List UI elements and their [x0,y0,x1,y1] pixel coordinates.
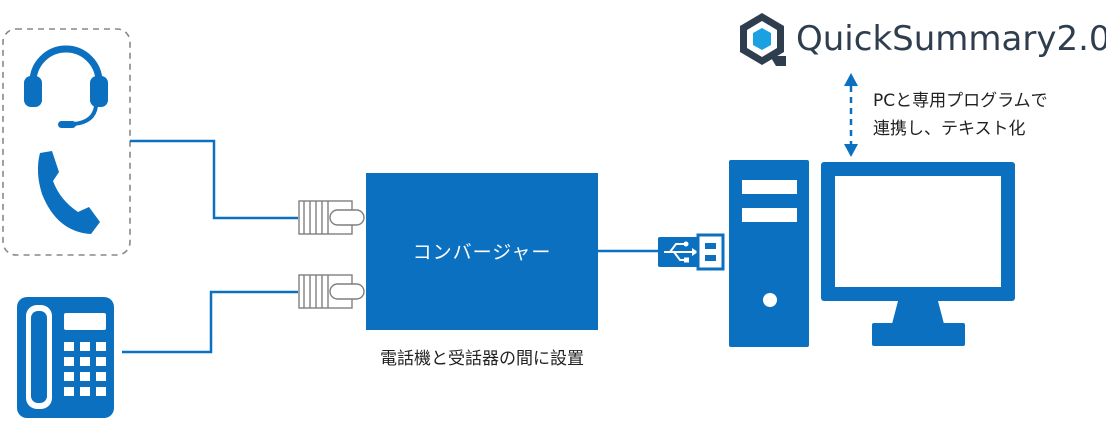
rj-plug-icon [298,200,365,235]
handset-icon [37,151,100,234]
converter-box [366,173,598,330]
rj-plug-icon [298,274,365,309]
link-note-line1: PCと専用プログラムで [873,91,1048,111]
link-note-line2: 連携し、テキスト化 [873,119,1026,139]
converter-label: コンバージャー [413,242,552,264]
converter-caption: 電話機と受話器の間に設置 [380,349,584,369]
usb-plug-icon [658,233,725,271]
cable-deskphone-to-converter [122,290,298,354]
logo-wordmark: QuickSummary2.0 [796,19,1106,59]
link-arrow [844,73,858,157]
quicksummary-logo-icon [740,13,786,66]
cable-headset-to-converter [130,139,298,220]
headset-icon [24,45,108,128]
desktop-pc-icon [729,160,1015,347]
desk-phone-icon [17,297,114,418]
